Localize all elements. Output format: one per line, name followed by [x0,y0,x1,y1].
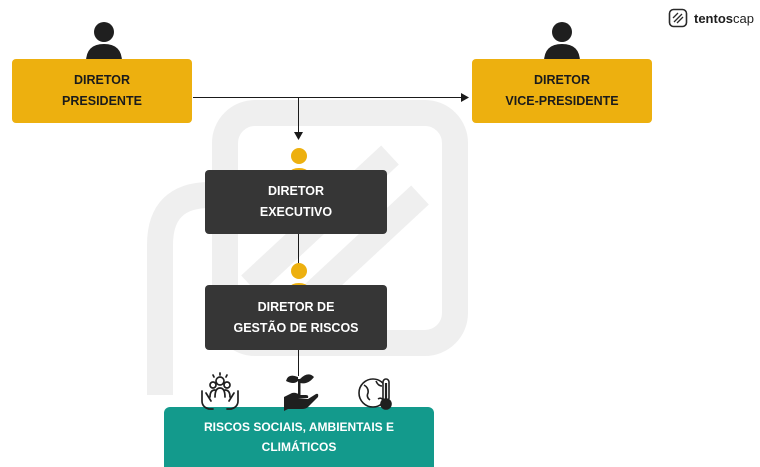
node-diretor-executivo: DIRETOR EXECUTIVO [205,170,387,234]
node-vice-line1: DIRETOR [533,73,591,87]
node-executivo-line1: DIRETOR [267,184,325,198]
node-riscos-categorias: RISCOS SOCIAIS, AMBIENTAIS E CLIMÁTICOS [164,407,434,467]
plant-hand-icon [284,374,319,411]
person-icon-presidente [86,22,122,62]
node-executivo-line2: EXECUTIVO [259,205,333,219]
node-riscos-line2: CLIMÁTICOS [261,440,337,454]
node-presidente-line2: PRESIDENTE [62,94,142,108]
logo-icon [668,8,688,28]
node-diretor-presidente: DIRETOR PRESIDENTE [12,59,192,123]
connector-to-executivo [298,97,299,133]
connector-riscos-categories [298,350,299,376]
globe-thermometer-icon [358,378,392,410]
arrow-head-right [461,93,469,102]
brand-name: tentoscap [694,10,754,26]
arrow-head-down [294,132,303,140]
node-diretor-vice-presidente: DIRETOR VICE-PRESIDENTE [472,59,652,123]
node-riscos-dir-line1: DIRETOR DE [257,299,335,314]
connector-president-vice [193,97,463,98]
node-riscos-line1: RISCOS SOCIAIS, AMBIENTAIS E [203,420,395,434]
people-icon [201,372,239,410]
brand-logo: tentoscap [668,8,754,28]
node-presidente-line1: DIRETOR [73,73,131,87]
node-riscos-dir-line2: GESTÃO DE RISCOS [233,320,359,335]
node-vice-line2: VICE-PRESIDENTE [505,94,619,108]
connector-executivo-riscos [298,234,299,264]
node-diretor-gestao-riscos: DIRETOR DE GESTÃO DE RISCOS [205,285,387,350]
person-icon-vice [544,22,580,62]
